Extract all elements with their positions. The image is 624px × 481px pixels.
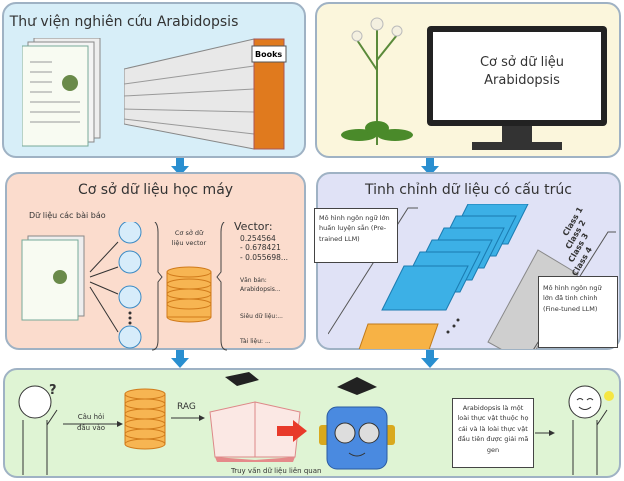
ml-title: Cơ sở dữ liệu học máy [77,182,234,198]
articles-label: Dữ liệu các bài báo [29,211,106,220]
query-label: Truy vấn dữ liệu liên quan [231,467,322,475]
database-icon [124,388,166,450]
rag-panel: ? Câu hỏi đầu vào RAG Truy vấn dữ liệu l… [3,368,621,478]
bookshelf-icon [124,38,287,150]
vector-values: 0.254564 - 0.678421 - 0.055698... [240,234,288,262]
arrow-right-icon [171,415,205,421]
happy-person-icon [568,385,614,475]
robot-icon [319,377,395,470]
finetuned-llm-label: Mô hình ngôn ngữ lớn đã tinh chỉnh (Fine… [538,276,618,348]
books-label: Books [255,50,283,59]
database-title-line2: Arabidopsis [484,73,560,89]
open-book-icon [209,372,301,462]
rag-label: RAG [177,402,196,412]
metadata-label: Siêu dữ liệu:... [240,313,283,320]
arrow-right-icon [535,430,555,436]
database-title: Cơ sở dữ liệu Arabidopsis [442,54,602,90]
arrow-right-icon [63,421,123,427]
ml-database-panel: Cơ sở dữ liệu học máy Dữ liệu các bài bá… [5,172,306,351]
vector-value: 0.254564 [240,234,276,243]
red-arrow-icon [277,420,307,442]
document-label: Tài liệu: ... [240,338,271,345]
finetune-title: Tinh chỉnh dữ liệu có cấu trúc [365,182,572,198]
vector-title: Vector: [234,220,273,233]
finetune-panel: Tinh chỉnh dữ liệu có cấu trúc Class 1 C… [314,172,621,350]
text-label: Văn bản: Arabidopsis... [240,277,281,293]
pretrained-llm-label: Mô hình ngôn ngữ lớn huấn luyện sẵn (Pre… [314,208,398,263]
library-title: Thư viện nghiên cứu Arabidopsis [9,14,239,30]
answer-box: Arabidopsis là một loài thực vật thuộc h… [452,398,534,468]
vector-value: - 0.678421 [240,243,281,253]
monitor-icon [427,26,607,150]
vector-db-label: Cơ sở dữ liệu vector [171,229,207,247]
svg-text:?: ? [49,383,57,398]
confused-person-icon: ? [18,383,58,475]
database-panel: Cơ sở dữ liệu Arabidopsis [315,2,621,158]
database-title-line1: Cơ sở dữ liệu [479,55,565,70]
question-label: Câu hỏi đầu vào [76,413,106,432]
arabidopsis-plant-icon [341,17,413,145]
finetune-diagram [328,204,616,349]
vector-value: - 0.055698... [240,252,289,262]
ml-diagram [21,222,228,351]
library-panel: Thư viện nghiên cứu Arabidopsis Books [2,2,306,158]
documents-icon [22,38,101,147]
